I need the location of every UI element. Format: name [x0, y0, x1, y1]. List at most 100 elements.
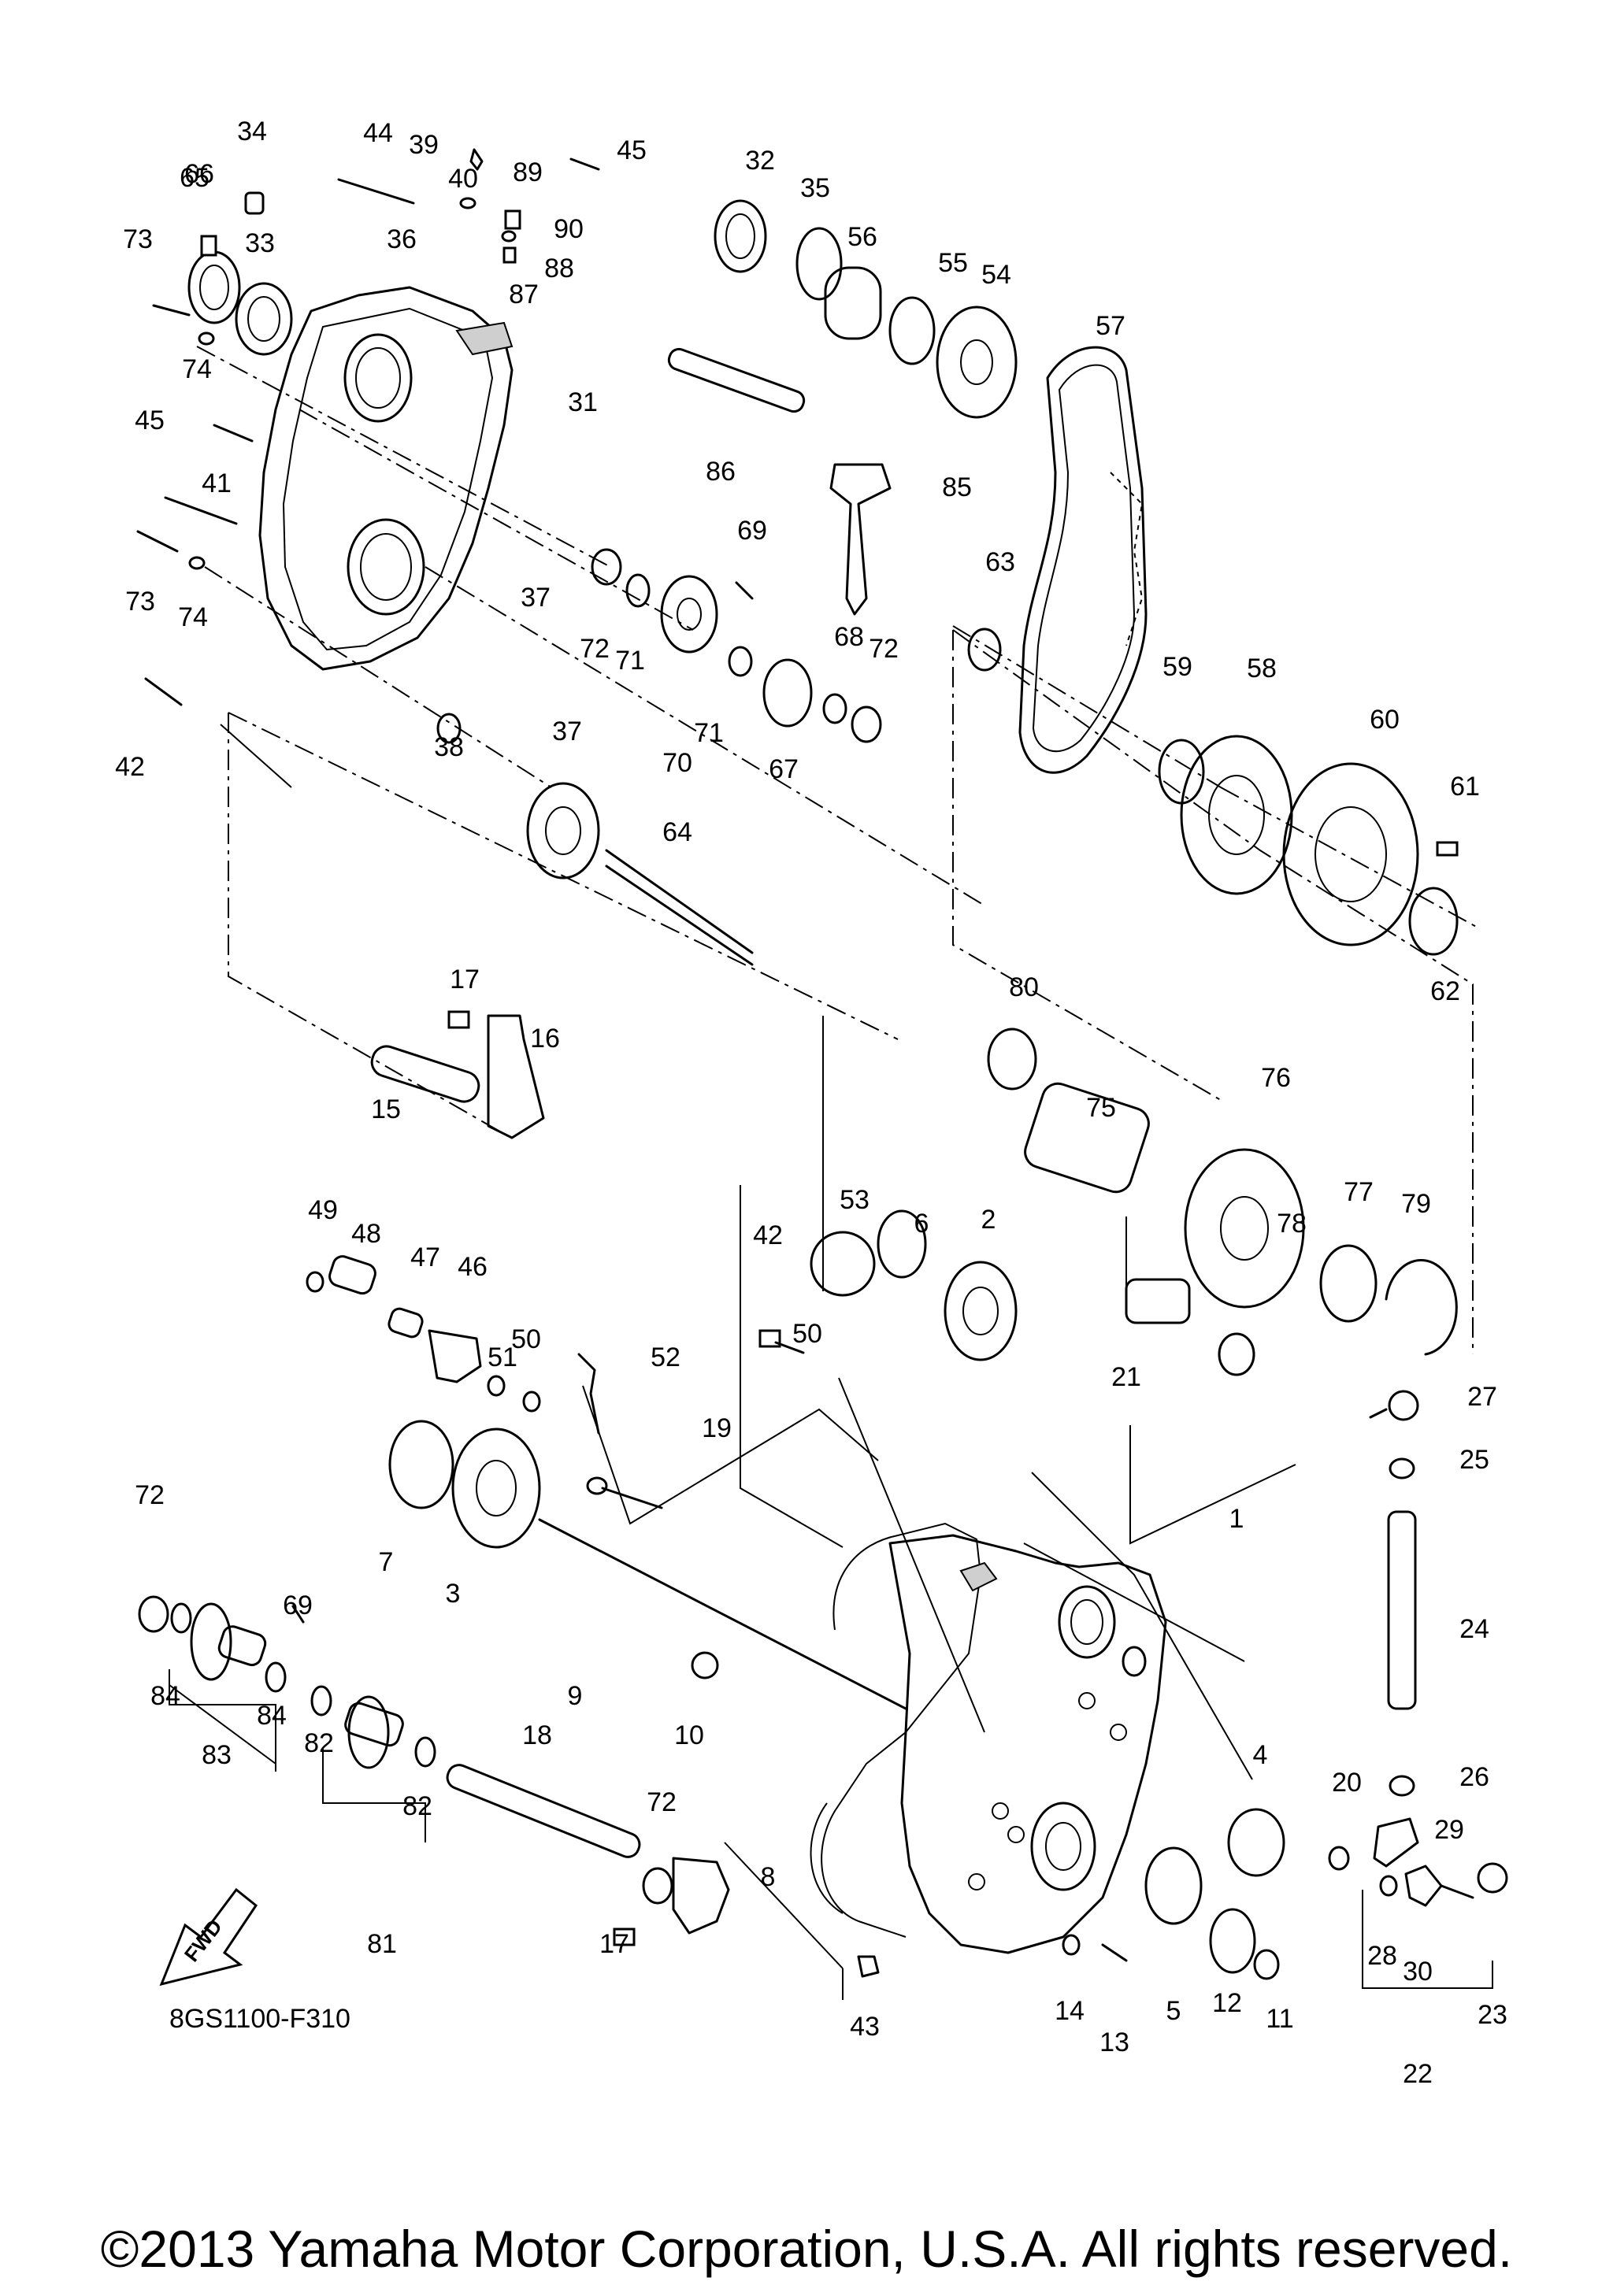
callout-72: 72 — [135, 1480, 165, 1510]
callout-27: 27 — [1467, 1382, 1497, 1412]
callout-2: 2 — [981, 1205, 996, 1235]
callout-46: 46 — [458, 1252, 488, 1282]
callout-79: 79 — [1401, 1189, 1431, 1219]
callout-49: 49 — [308, 1195, 338, 1225]
callout-42: 42 — [753, 1220, 783, 1250]
callout-78: 78 — [1277, 1209, 1307, 1239]
callout-83: 83 — [202, 1740, 232, 1770]
callout-63: 63 — [985, 547, 1015, 577]
callout-65: 65 — [180, 163, 210, 193]
callout-72: 72 — [647, 1787, 677, 1817]
part-number-callouts: 1234567891011121314151617171819202122232… — [115, 117, 1507, 2089]
callout-7: 7 — [379, 1547, 394, 1577]
callout-69: 69 — [283, 1591, 313, 1620]
callout-57: 57 — [1096, 311, 1125, 341]
callout-75: 75 — [1086, 1093, 1116, 1123]
callout-56: 56 — [847, 222, 877, 252]
callout-40: 40 — [448, 164, 478, 194]
callout-60: 60 — [1370, 705, 1400, 735]
callout-10: 10 — [674, 1720, 704, 1750]
callout-74: 74 — [178, 602, 208, 632]
callout-31: 31 — [568, 387, 598, 417]
callout-22: 22 — [1403, 2059, 1433, 2089]
callout-43: 43 — [850, 2012, 880, 2042]
callout-11: 11 — [1266, 2004, 1293, 2034]
callout-88: 88 — [544, 254, 574, 283]
callout-72: 72 — [580, 634, 610, 664]
callout-25: 25 — [1459, 1445, 1489, 1475]
callout-1: 1 — [1229, 1504, 1244, 1534]
forward-direction-arrow-icon: FWD — [159, 1887, 258, 1987]
alignment-lines-lower — [169, 1016, 1493, 2000]
callout-85: 85 — [942, 472, 972, 502]
lower-left-parts — [138, 1476, 1350, 1980]
callout-39: 39 — [409, 130, 439, 160]
callout-74: 74 — [182, 354, 212, 384]
callout-80: 80 — [1009, 972, 1039, 1002]
callout-13: 13 — [1099, 2028, 1129, 2057]
callout-55: 55 — [938, 248, 968, 278]
callout-42: 42 — [115, 752, 145, 782]
callout-76: 76 — [1261, 1063, 1291, 1093]
callout-17: 17 — [450, 965, 480, 994]
callout-90: 90 — [554, 214, 584, 244]
callout-87: 87 — [509, 280, 539, 309]
callout-9: 9 — [568, 1681, 583, 1711]
callout-50: 50 — [792, 1319, 822, 1349]
callout-16: 16 — [530, 1024, 560, 1054]
callout-86: 86 — [706, 457, 736, 487]
callout-81: 81 — [367, 1929, 397, 1959]
callout-12: 12 — [1212, 1988, 1242, 2018]
case-cover-part — [258, 286, 514, 671]
callout-70: 70 — [662, 748, 692, 778]
callout-21: 21 — [1111, 1362, 1141, 1392]
callout-37: 37 — [521, 583, 551, 613]
callout-59: 59 — [1162, 652, 1192, 682]
callout-69: 69 — [737, 516, 767, 546]
callout-47: 47 — [410, 1242, 440, 1272]
callout-48: 48 — [351, 1219, 381, 1249]
callout-37: 37 — [552, 717, 582, 746]
callout-34: 34 — [237, 117, 267, 146]
callout-26: 26 — [1459, 1762, 1489, 1792]
middle-shaft-parts — [306, 1010, 1458, 1710]
callout-68: 68 — [834, 622, 864, 652]
callout-72: 72 — [869, 634, 899, 664]
callout-61: 61 — [1450, 772, 1480, 802]
callout-82: 82 — [304, 1728, 334, 1758]
alignment-lines-upper — [196, 346, 1481, 1354]
callout-45: 45 — [617, 135, 647, 165]
callout-64: 64 — [662, 817, 692, 847]
callout-84: 84 — [257, 1701, 287, 1731]
crankcase-part — [810, 1522, 1167, 1954]
callout-30: 30 — [1403, 1957, 1433, 1987]
callout-3: 3 — [446, 1579, 461, 1609]
callout-32: 32 — [745, 146, 775, 176]
callout-19: 19 — [702, 1413, 732, 1443]
callout-38: 38 — [434, 732, 464, 762]
callout-89: 89 — [513, 157, 543, 187]
callout-14: 14 — [1055, 1996, 1085, 2026]
callout-45: 45 — [135, 406, 165, 435]
callout-71: 71 — [615, 646, 645, 676]
callout-54: 54 — [981, 260, 1011, 290]
callout-84: 84 — [150, 1681, 180, 1711]
copyright-notice: ©2013 Yamaha Motor Corporation, U.S.A. A… — [100, 2220, 1513, 2278]
callout-58: 58 — [1247, 654, 1277, 683]
callout-24: 24 — [1459, 1614, 1489, 1644]
callout-52: 52 — [651, 1342, 680, 1372]
drive-chain-part — [1018, 346, 1148, 774]
callout-23: 23 — [1478, 2000, 1507, 2030]
callout-5: 5 — [1166, 1996, 1181, 2026]
callout-67: 67 — [769, 754, 799, 784]
callout-36: 36 — [387, 224, 417, 254]
callout-53: 53 — [840, 1185, 870, 1215]
callout-8: 8 — [761, 1862, 776, 1892]
callout-20: 20 — [1332, 1768, 1362, 1798]
callout-50: 50 — [511, 1324, 541, 1354]
callout-66: 66 — [184, 159, 214, 189]
callout-77: 77 — [1344, 1177, 1374, 1207]
callout-62: 62 — [1430, 976, 1460, 1006]
callout-4: 4 — [1253, 1740, 1268, 1770]
